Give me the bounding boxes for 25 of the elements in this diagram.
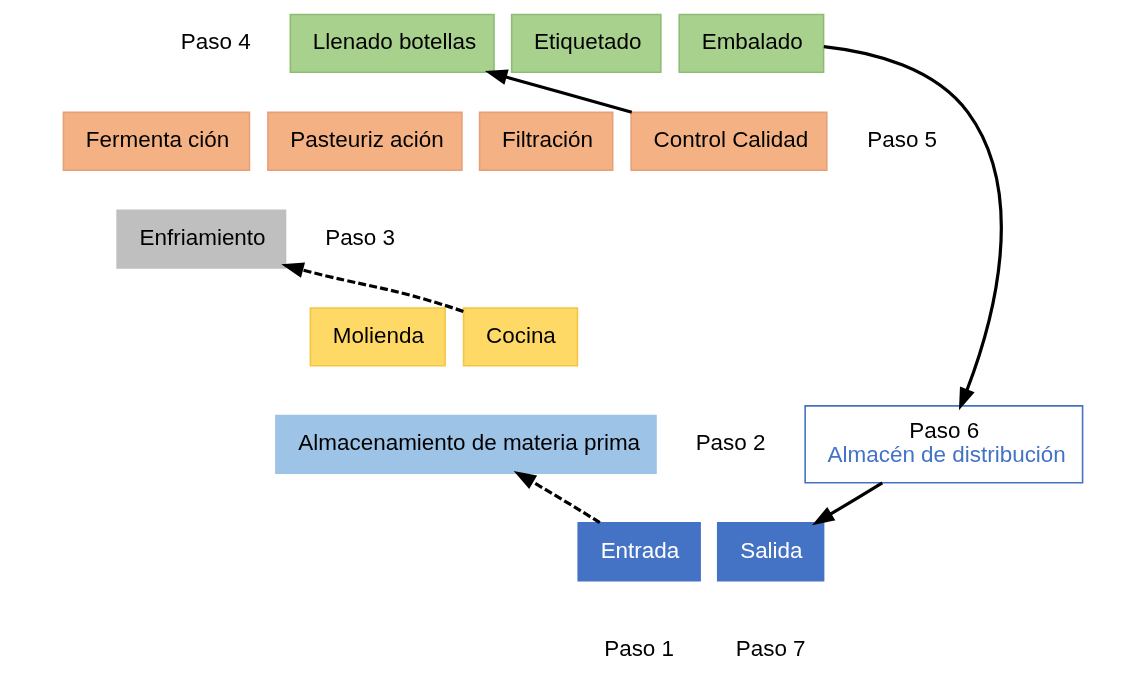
node-box: Filtración bbox=[478, 111, 613, 171]
node-box: Cocina bbox=[462, 307, 578, 367]
label: Paso 3 bbox=[324, 224, 395, 250]
arrow bbox=[484, 69, 632, 114]
node-box: Embalado bbox=[677, 13, 824, 74]
node-box: Pasteuriz ación bbox=[266, 111, 463, 171]
node-box: Enfriamiento bbox=[115, 209, 286, 269]
node-box: Paso 6 Almacén de distribución bbox=[803, 405, 1083, 484]
label: Paso 4 bbox=[180, 29, 251, 55]
node-box: Fermenta ción bbox=[62, 111, 250, 171]
arrow bbox=[811, 481, 883, 526]
node-box: Control Calidad bbox=[629, 111, 828, 171]
node-box: Llenado botellas bbox=[289, 13, 495, 74]
node-label: Paso 1 bbox=[603, 635, 674, 661]
label: Paso 2 bbox=[695, 430, 765, 456]
arrow bbox=[823, 44, 1003, 411]
node-box: Almacenamiento de materia prima bbox=[274, 414, 657, 474]
node-box: Etiquetado bbox=[510, 13, 662, 74]
node-label: Paso 7 bbox=[735, 635, 806, 661]
arrow bbox=[280, 262, 464, 314]
arrow bbox=[513, 470, 601, 524]
label: Paso 5 bbox=[866, 127, 937, 153]
node-box: Entrada bbox=[576, 522, 701, 582]
node-box: Salida bbox=[716, 522, 824, 582]
node-box: Molienda bbox=[309, 307, 446, 367]
